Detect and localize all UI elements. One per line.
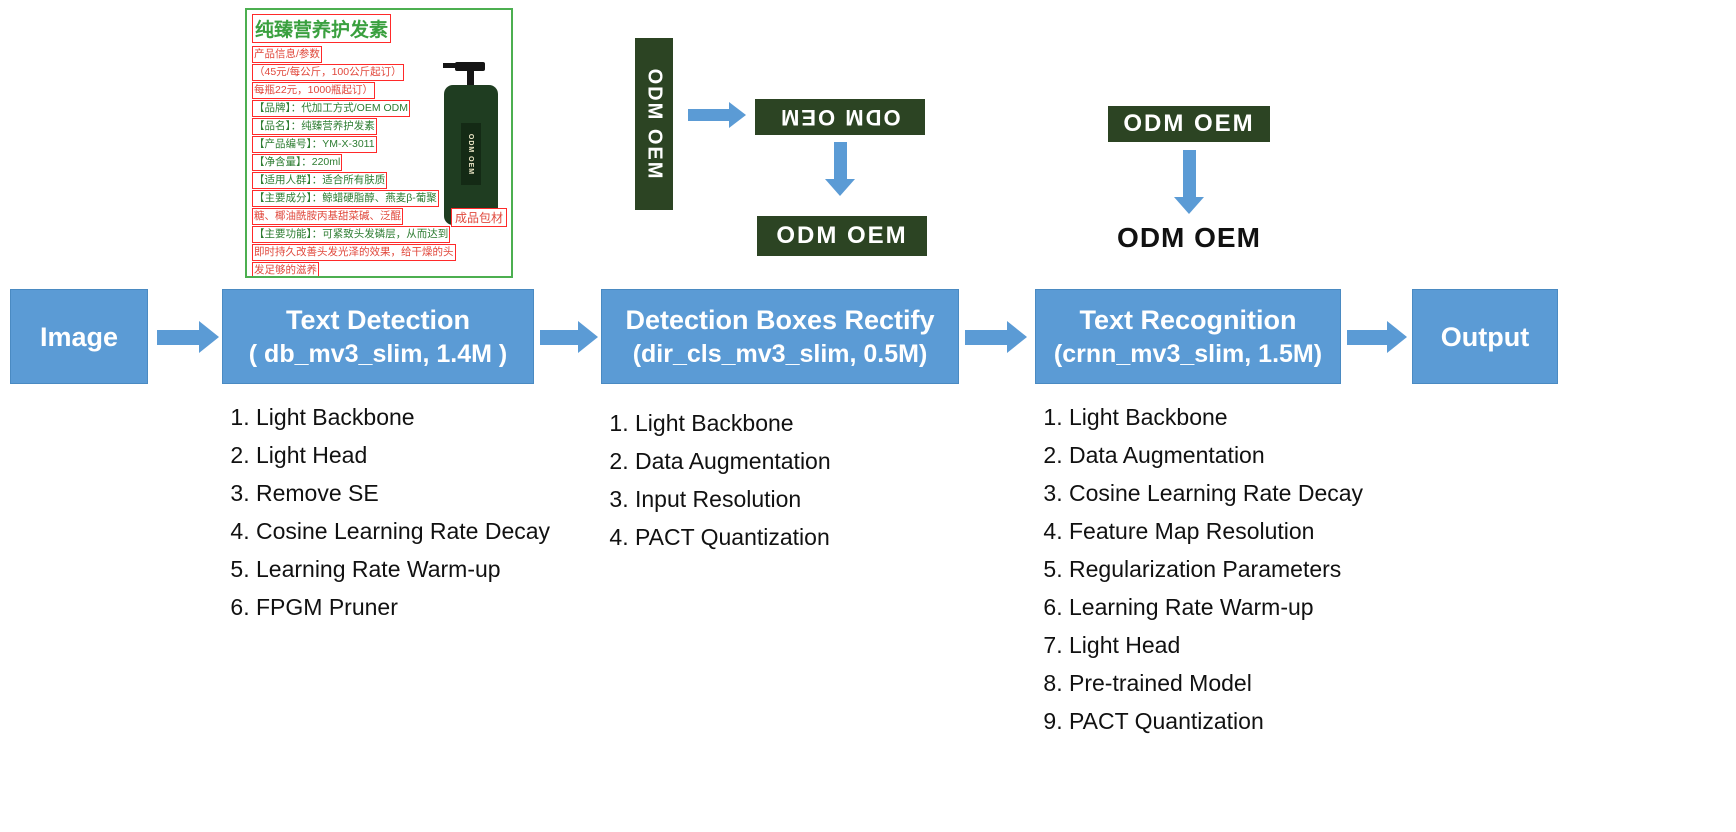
rectify-optimization-list: Light Backbone Data Augmentation Input R… (601, 404, 831, 556)
recognition-input-crop: ODM OEM (1108, 106, 1270, 142)
sample-product-image: 纯臻营养护发素 产品信息/参数 （45元/每公斤，100公斤起订） 每瓶22元，… (245, 8, 513, 278)
product-text-line: 产品信息/参数 (252, 45, 448, 63)
flow-node-subtitle: (crnn_mv3_slim, 1.5M) (1053, 339, 1323, 368)
pump-nozzle-icon (455, 62, 485, 71)
flow-node-output: Output (1412, 289, 1558, 384)
list-item: Light Head (1069, 626, 1363, 664)
recognition-optimization-list: Light Backbone Data Augmentation Cosine … (1035, 398, 1363, 740)
product-text-line: 每瓶22元，1000瓶起订） (252, 81, 448, 99)
product-text-line: 发足够的滋养 (252, 261, 506, 276)
flipped-text-crop: ODM OEM (755, 99, 925, 135)
pump-spout-icon (443, 63, 457, 68)
arrow-right-icon (688, 98, 746, 132)
arrow-right-icon (157, 321, 219, 353)
list-item: Light Backbone (1069, 398, 1363, 436)
list-item: Cosine Learning Rate Decay (256, 512, 550, 550)
list-item: PACT Quantization (635, 518, 831, 556)
recognition-output-text: ODM OEM (1117, 222, 1261, 253)
flow-node-image: Image (10, 289, 148, 384)
list-item: Light Backbone (635, 404, 831, 442)
list-item: Light Backbone (256, 398, 550, 436)
arrow-right-icon (1347, 321, 1407, 353)
flow-node-text-detection: Text Detection ( db_mv3_slim, 1.4M ) (222, 289, 534, 384)
list-item: Cosine Learning Rate Decay (1069, 474, 1363, 512)
rectified-text-crop: ODM OEM (757, 216, 927, 256)
bottle-label: ODM OEM (461, 123, 481, 185)
arrow-right-icon (965, 321, 1027, 353)
bottle-body: ODM OEM (444, 85, 498, 225)
product-text-line: 糖、椰油酰胺丙基甜菜碱、泛醌 (252, 207, 506, 225)
flow-node-text-recognition: Text Recognition (crnn_mv3_slim, 1.5M) (1035, 289, 1341, 384)
vertical-text-crop: ODM OEM (635, 38, 673, 210)
list-item: Data Augmentation (635, 442, 831, 480)
finished-packaging-tag: 成品包材 (450, 208, 507, 227)
product-text-line: 【净含量】：220ml (252, 153, 448, 171)
product-text-line: 【主要功能】：可紧致头发磷层，从而达到 (252, 225, 506, 243)
product-title-line: 纯臻营养护发素 (252, 14, 506, 45)
arrow-down-icon (823, 142, 857, 196)
flow-node-title: Text Detection (285, 304, 471, 335)
list-item: Learning Rate Warm-up (256, 550, 550, 588)
product-text-line: 【适用人群】：适合所有肤质 (252, 171, 448, 189)
flow-node-title: Text Recognition (1079, 304, 1297, 335)
product-text-line: 【品牌】：代加工方式/OEM ODM (252, 99, 448, 117)
bottle-illustration: ODM OEM (441, 62, 503, 230)
list-item: Light Head (256, 436, 550, 474)
arrow-down-icon (1172, 150, 1206, 214)
arrow-right-icon (540, 321, 598, 353)
product-title: 纯臻营养护发素 (252, 14, 392, 43)
list-item: Data Augmentation (1069, 436, 1363, 474)
flow-node-subtitle: ( db_mv3_slim, 1.4M ) (248, 339, 508, 368)
list-item: Regularization Parameters (1069, 550, 1363, 588)
flow-node-detection-boxes-rectify: Detection Boxes Rectify (dir_cls_mv3_sli… (601, 289, 959, 384)
list-item: PACT Quantization (1069, 702, 1363, 740)
flow-node-subtitle: (dir_cls_mv3_slim, 0.5M) (632, 339, 928, 368)
product-text-line: 即时持久改善头发光泽的效果，给干燥的头 (252, 243, 506, 261)
product-text-line: （45元/每公斤，100公斤起订） (252, 63, 448, 81)
list-item: Remove SE (256, 474, 550, 512)
product-text-line: 【主要成分】：鲸蜡硬脂醇、燕麦β-葡聚 (252, 189, 506, 207)
detection-optimization-list: Light Backbone Light Head Remove SE Cosi… (222, 398, 550, 626)
flow-node-title: Detection Boxes Rectify (625, 304, 935, 335)
pump-stem-icon (467, 71, 474, 85)
list-item: FPGM Pruner (256, 588, 550, 626)
list-item: Pre-trained Model (1069, 664, 1363, 702)
product-text-line: 【产品编号】：YM-X-3011 (252, 135, 448, 153)
product-text-line: 【品名】：纯臻营养护发素 (252, 117, 448, 135)
list-item: Learning Rate Warm-up (1069, 588, 1363, 626)
list-item: Input Resolution (635, 480, 831, 518)
list-item: Feature Map Resolution (1069, 512, 1363, 550)
